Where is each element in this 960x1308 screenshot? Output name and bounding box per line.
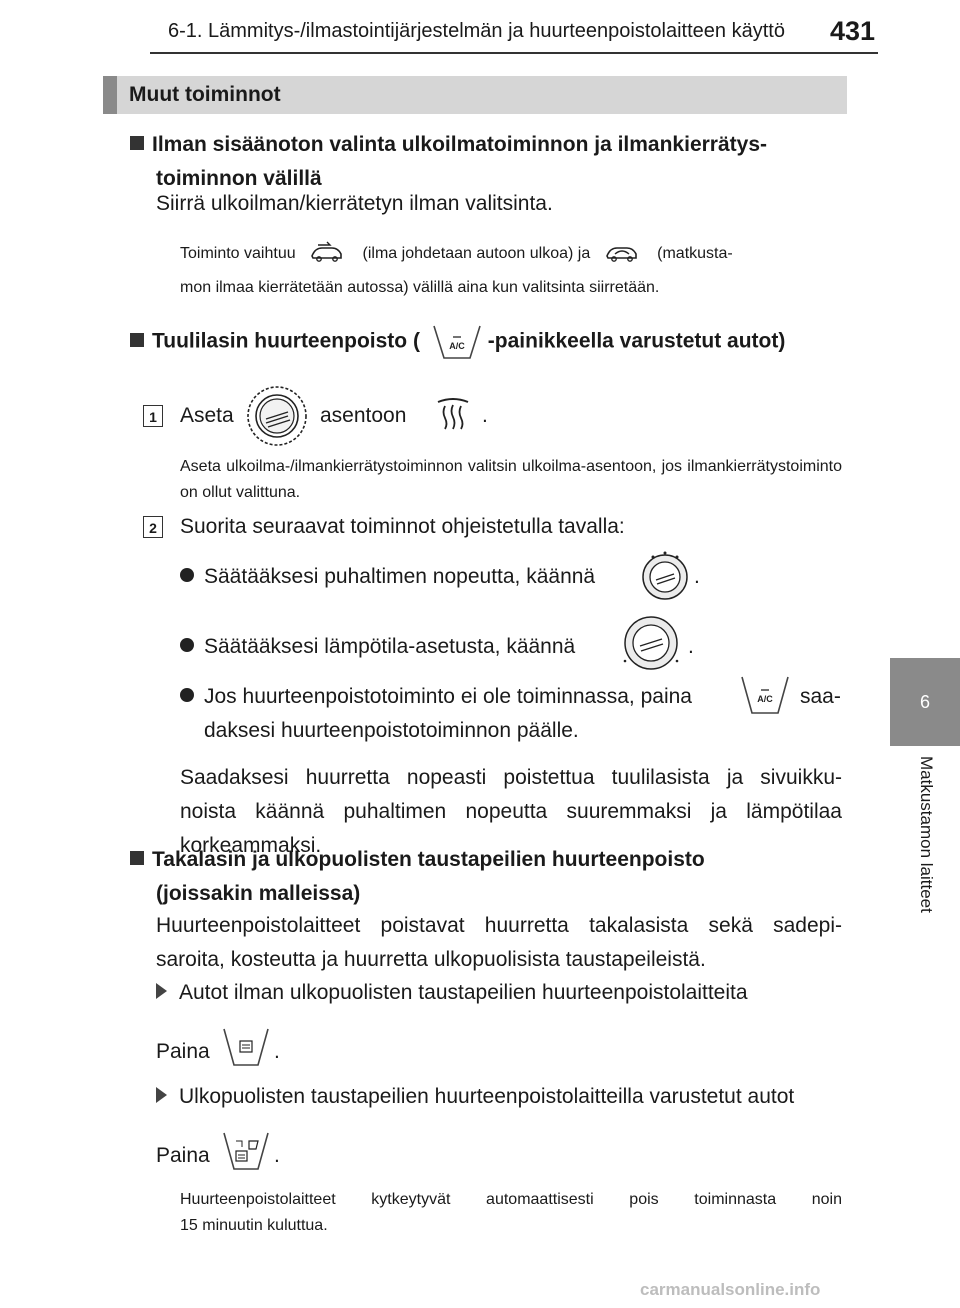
square-bullet-icon	[130, 332, 144, 347]
tip-line3: korkeammaksi.	[180, 834, 322, 857]
mirror-defogger-button-icon	[223, 1132, 269, 1170]
rear-press1-a: Paina	[156, 1040, 210, 1063]
section-title-bar: Muut toiminnot	[103, 76, 847, 114]
fresh-air-icon	[311, 241, 342, 262]
step2-bullet-ac-b: saa-	[800, 685, 841, 708]
tip-line2: noista käännä puhaltimen nopeutta suurem…	[180, 800, 842, 823]
svg-text:A/C: A/C	[757, 694, 773, 704]
intake-note-line1: Toiminto vaihtuu (ilma johdetaan autoon …	[180, 241, 842, 267]
section-title: Muut toiminnot	[129, 83, 281, 106]
rear-note-line1: Huurteenpoistolaitteet kytkeytyvät autom…	[180, 1191, 842, 1208]
rear-body-line2: saroita, kosteutta ja huurretta ulkopuol…	[156, 948, 706, 971]
windshield-defrost-icon	[437, 398, 469, 430]
intake-heading-line2: toiminnon välillä	[156, 167, 322, 190]
step-number-1: 1	[143, 405, 163, 427]
step2-bullet-fan: Säätääksesi puhaltimen nopeutta, käännä	[180, 560, 595, 594]
rear-heading-line1: Takalasin ja ulkopuolisten taustapeilien…	[130, 843, 705, 877]
triangle-bullet-icon	[156, 1087, 167, 1103]
chapter-label-wrap: Matkustamon laitteet	[890, 756, 960, 956]
ac-button-icon: A/C	[433, 325, 481, 359]
rear-press1-b: .	[274, 1040, 280, 1063]
square-bullet-icon	[130, 851, 144, 865]
rear-option1: Autot ilman ulkopuolisten taustapeilien …	[156, 976, 748, 1010]
step-number-2: 2	[143, 516, 163, 538]
chapter-label: Matkustamon laitteet	[917, 756, 936, 913]
intake-heading-line1: Ilman sisäänoton valinta ulkoilmatoiminn…	[130, 128, 842, 162]
tip-line1: Saadaksesi huurretta nopeasti poistettua…	[180, 766, 842, 789]
ac-button-icon: A/C	[741, 676, 789, 714]
triangle-bullet-icon	[156, 983, 167, 999]
step1-text-a: Aseta	[180, 404, 234, 427]
intake-body: Siirrä ulkoilman/kierrätetyn ilman valit…	[156, 192, 553, 215]
page-number: 431	[830, 16, 876, 46]
chapter-tab: 6	[890, 658, 960, 746]
step2-bullet-ac-c: daksesi huurteenpoistotoiminnon päälle.	[204, 719, 579, 742]
recirculation-icon	[605, 246, 637, 262]
rear-note-line2: 15 minuutin kuluttua.	[180, 1217, 328, 1234]
rear-press2-a: Paina	[156, 1144, 210, 1167]
rear-press2-b: .	[274, 1144, 280, 1167]
rear-defogger-button-icon	[223, 1028, 269, 1066]
mode-dial-icon	[247, 386, 307, 446]
rear-option2: Ulkopuolisten taustapeilien huurteenpois…	[156, 1080, 794, 1114]
header-rule	[150, 52, 878, 54]
step2-bullet-temp: Säätääksesi lämpötila-asetusta, käännä	[180, 630, 575, 664]
step2-bullet-ac: Jos huurteenpoistotoiminto ei ole toimin…	[180, 680, 692, 714]
step2-text: Suorita seuraavat toiminnot ohjeistetull…	[180, 515, 625, 538]
fan-speed-dial-icon	[642, 551, 688, 600]
step2-bullet-fan-end: .	[694, 565, 700, 588]
step1-text-b: asentoon	[320, 404, 407, 427]
svg-text:A/C: A/C	[449, 341, 465, 351]
running-header: 6-1. Lämmitys-/ilmastointijärjestelmän j…	[168, 20, 785, 42]
rear-heading-line2: (joissakin malleissa)	[156, 882, 361, 905]
round-bullet-icon	[180, 638, 194, 652]
square-bullet-icon	[130, 136, 144, 150]
windshield-heading: Tuulilasin huurteenpoisto ( A/C -painikk…	[130, 324, 785, 360]
step1-note: Aseta ulkoilma-/ilmankierrätystoiminnon …	[180, 458, 842, 501]
step2-bullet-temp-end: .	[688, 635, 694, 658]
rear-body-line1: Huurteenpoistolaitteet poistavat huurret…	[156, 914, 842, 937]
step1-text-c: .	[482, 404, 488, 427]
round-bullet-icon	[180, 688, 194, 702]
intake-note-line2: mon ilmaa kierrätetään autossa) välillä …	[180, 279, 660, 296]
watermark: carmanualsonline.info	[640, 1280, 821, 1299]
temperature-dial-icon	[623, 616, 679, 670]
round-bullet-icon	[180, 568, 194, 582]
